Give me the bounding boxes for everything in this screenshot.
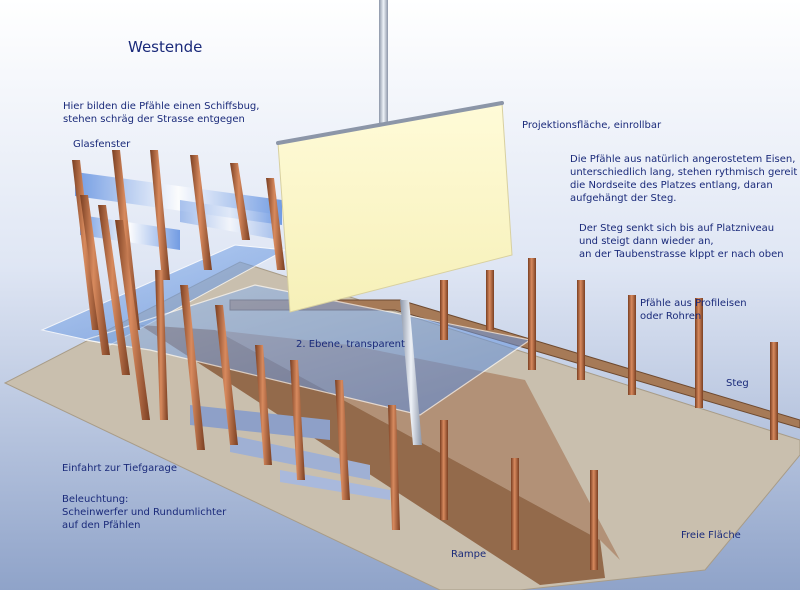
label-pfaehle-eisen-line: unterschiedlich lang, stehen rythmisch g… <box>570 167 798 178</box>
label-schiffsbug: Hier bilden die Pfähle einen Schiffsbug,… <box>63 100 259 126</box>
label-steg-senkt: Der Steg senkt sich bis auf Platzniveau … <box>579 222 784 261</box>
label-einfahrt-tiefgarage: Einfahrt zur Tiefgarage <box>62 463 177 474</box>
label-beleuchtung: Beleuchtung: Scheinwerfer und Rundumlich… <box>62 493 226 532</box>
label-profileisen: Pfähle aus Profileisen oder Rohren <box>640 297 747 323</box>
label-pfaehle-eisen-line: aufgehängt der Steg. <box>570 193 677 204</box>
label-beleuchtung-line: Beleuchtung: <box>62 494 129 505</box>
label-projektionsflaeche: Projektionsfläche, einrollbar <box>522 120 662 131</box>
label-steg-senkt-line: und steigt dann wieder an, <box>579 236 714 247</box>
label-steg: Steg <box>726 378 749 389</box>
label-pfaehle-eisen-line: die Nordseite des Platzes entlang, daran <box>570 180 773 191</box>
label-profileisen-line: Pfähle aus Profileisen <box>640 298 747 309</box>
diagram-title: Westende <box>128 38 203 56</box>
mast <box>379 0 388 140</box>
label-pfaehle-eisen-line: Die Pfähle aus natürlich angerostetem Ei… <box>570 154 796 165</box>
label-schiffsbug-line: Hier bilden die Pfähle einen Schiffsbug, <box>63 101 260 112</box>
label-steg-senkt-line: Der Steg senkt sich bis auf Platzniveau <box>579 223 775 234</box>
poles-bow <box>72 150 400 530</box>
ramp <box>140 325 605 585</box>
ramp-upper <box>215 330 620 560</box>
label-steg-senkt-line: an der Taubenstrasse klppt er nach oben <box>579 249 784 260</box>
label-beleuchtung-line: auf den Pfählen <box>62 520 141 531</box>
poles-north-row <box>440 258 778 570</box>
label-beleuchtung-line: Scheinwerfer und Rundumlichter <box>62 507 227 518</box>
label-schiffsbug-line: stehen schräg der Strasse entgegen <box>63 114 245 125</box>
label-freie-flaeche: Freie Fläche <box>681 530 741 541</box>
screen-roller <box>276 101 504 145</box>
label-ebene-2: 2. Ebene, transparent <box>296 339 405 350</box>
label-rampe: Rampe <box>451 549 487 560</box>
label-pfaehle-eisen: Die Pfähle aus natürlich angerostetem Ei… <box>570 153 797 205</box>
label-glasfenster: Glasfenster <box>73 139 131 150</box>
label-profileisen-line: oder Rohren <box>640 311 702 322</box>
mast-lower <box>400 300 422 445</box>
